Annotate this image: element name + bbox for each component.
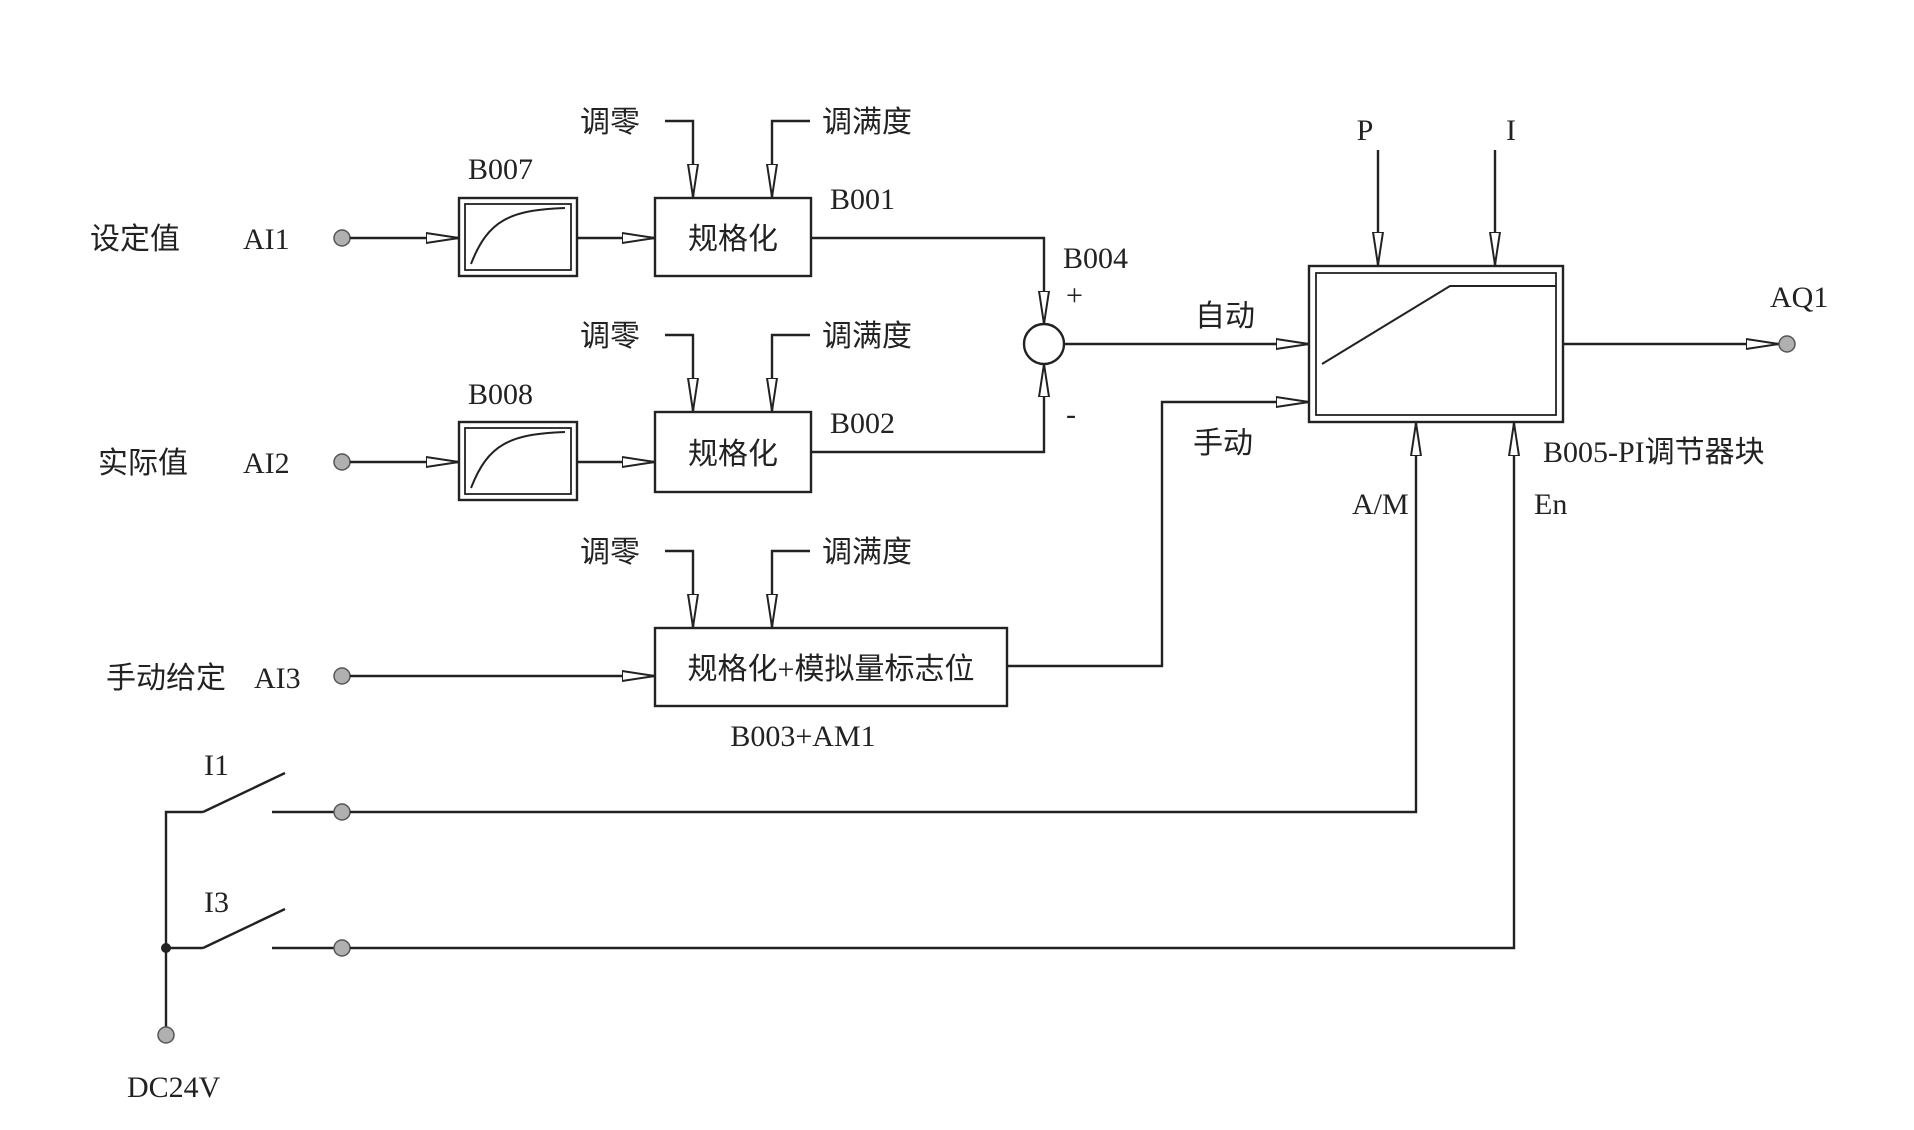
b001-label: B001 [830,183,895,216]
b002-out-wire [811,364,1044,454]
b002-normalizer-block [653,410,813,494]
b005-pi-controller-block [1307,264,1565,424]
ai2-terminal [333,453,351,471]
b008-filter-block [457,420,579,502]
b001-zero-wire [665,119,693,197]
b003-span-wire [772,549,810,627]
auto-input-label: 自动 [1195,300,1255,333]
b003-zero-label: 调零 [580,536,640,569]
manual-port-label: AI3 [254,662,301,695]
b001-span-wire [772,119,810,197]
b002-zero-label: 调零 [580,320,640,353]
summer-minus-sign: - [1066,398,1076,431]
i3-switch-blade [202,907,286,950]
b003-label: B003+AM1 [730,720,875,753]
manual-input-label: 手动 [1193,427,1253,460]
i-param-label: I [1506,114,1516,147]
summer-plus-sign: + [1066,279,1083,312]
b002-span-wire [772,333,810,411]
b003-block-label: 规格化+模拟量标志位 [688,653,975,686]
p-param-label: P [1357,114,1374,147]
actual-port-label: AI2 [243,447,290,480]
aq1-terminal [1778,335,1796,353]
dc24v-label: DC24V [127,1071,221,1104]
manual-out-wire [1007,402,1309,668]
dc24v-terminal [157,1026,175,1044]
aq1-label: AQ1 [1770,281,1828,314]
en-input-label: En [1534,488,1567,521]
b001-normalizer-block [653,196,813,278]
b002-zero-wire [665,333,693,411]
setpoint-label: 设定值 [90,223,180,256]
en-wire [350,423,1514,950]
supply-bus-wire [164,810,203,1027]
b001-block-label: 规格化 [688,223,778,256]
i1-terminal [333,803,351,821]
b003-zero-wire [665,549,693,627]
b001-zero-label: 调零 [580,106,640,139]
b004-summer [1022,322,1066,366]
b002-span-label: 调满度 [822,320,912,353]
i3-terminal [333,939,351,957]
i1-switch-label: I1 [204,749,229,782]
b001-span-label: 调满度 [822,106,912,139]
b008-label: B008 [468,378,533,411]
b007-label: B007 [468,153,533,186]
b002-label: B002 [830,407,895,440]
am-wire [350,423,1416,814]
am-input-label: A/M [1352,488,1409,521]
bus-junction-dot [161,943,171,953]
b001-out-wire [811,236,1044,324]
b004-label: B004 [1063,242,1128,275]
ai1-terminal [333,229,351,247]
i3-switch-label: I3 [204,886,229,919]
setpoint-port-label: AI1 [243,223,290,256]
b005-label: B005-PI调节器块 [1543,436,1765,469]
actual-label: 实际值 [98,447,188,480]
b007-filter-block [457,196,579,278]
i1-switch-blade [202,771,286,814]
b002-block-label: 规格化 [688,438,778,471]
ai3-terminal [333,667,351,685]
b003-span-label: 调满度 [822,536,912,569]
manual-label: 手动给定 [106,662,226,695]
